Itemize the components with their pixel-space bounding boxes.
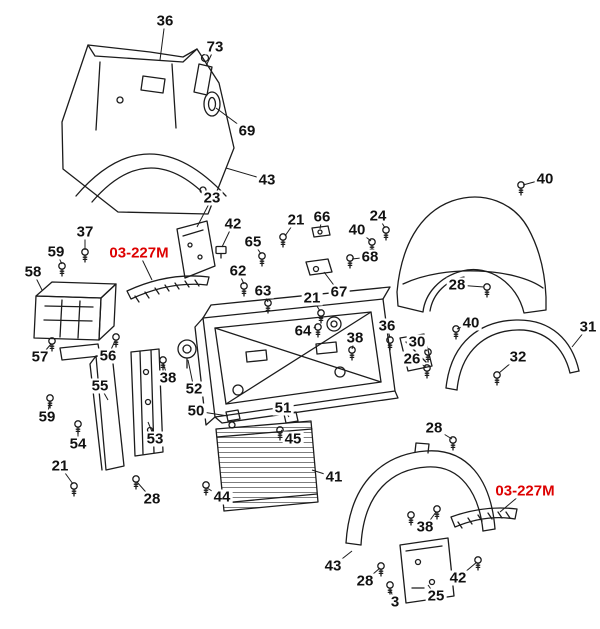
part-number-label: 63 [252, 282, 274, 300]
part-number-label: 65 [242, 233, 264, 251]
grommet-art [203, 91, 221, 117]
part-number-label: 38 [157, 369, 179, 387]
part-number-label: 25 [425, 587, 447, 605]
part-number-label: 67 [328, 283, 350, 301]
part-number-label: 52 [183, 380, 205, 398]
part-number-label: 58 [22, 263, 44, 281]
part-ref-code-label: 03-227M [107, 244, 171, 262]
part-number-label: 42 [447, 569, 469, 587]
part-number-label: 36 [154, 12, 176, 30]
part-number-label: 28 [423, 419, 445, 437]
part-number-label: 26 [401, 350, 423, 368]
splash-shield-upper-art [176, 220, 216, 279]
radiator-support-art [194, 286, 399, 426]
part-number-label: 28 [141, 490, 163, 508]
wheel-opening-molding-art [445, 319, 580, 391]
part-number-label: 40 [460, 314, 482, 332]
part-number-label: 28 [354, 572, 376, 590]
part-number-label: 21 [301, 289, 323, 307]
part-number-label: 30 [406, 333, 428, 351]
part-number-label: 24 [367, 207, 389, 225]
part-number-label: 56 [97, 347, 119, 365]
part-number-label: 44 [211, 488, 233, 506]
part-number-label: 43 [256, 171, 278, 189]
part-number-label: 40 [346, 221, 368, 239]
part-number-label: 59 [36, 408, 58, 426]
part-number-label: 57 [29, 348, 51, 366]
part-number-label: 54 [67, 435, 89, 453]
part-number-label: 69 [236, 122, 258, 140]
battery-tray-art [33, 281, 117, 341]
part-number-label: 36 [376, 317, 398, 335]
part-number-label: 21 [49, 457, 71, 475]
part-number-label: 38 [414, 518, 436, 536]
part-number-label: 73 [204, 38, 226, 56]
part-number-label: 23 [201, 189, 223, 207]
part-number-label: 43 [322, 557, 344, 575]
part-number-label: 37 [74, 223, 96, 241]
part-number-label: 50 [185, 402, 207, 420]
part-ref-code-label: 03-227M [493, 482, 557, 500]
small-brackets-art [215, 225, 333, 276]
part-number-label: 62 [227, 262, 249, 280]
part-number-label: 59 [45, 243, 67, 261]
part-number-label: 31 [577, 318, 599, 336]
sill-strip-left-art [126, 275, 210, 303]
part-number-label: 45 [282, 430, 304, 448]
part-number-label: 3 [388, 593, 402, 611]
part-number-label: 28 [446, 276, 468, 294]
front-wheelhouse-panel-art [61, 44, 235, 215]
splash-shield-lower-art [399, 537, 455, 604]
part-number-label: 38 [344, 329, 366, 347]
part-number-label: 66 [311, 208, 333, 226]
part-number-label: 51 [272, 399, 294, 417]
part-number-label: 40 [534, 170, 556, 188]
part-number-label: 64 [292, 322, 314, 340]
sill-strip-right-art [450, 507, 518, 529]
part-number-label: 41 [323, 468, 345, 486]
rear-wheelhouse-liner-art [345, 442, 496, 546]
part-number-label: 21 [285, 211, 307, 229]
part-number-label: 68 [359, 248, 381, 266]
part-number-label: 53 [144, 430, 166, 448]
part-number-label: 32 [507, 348, 529, 366]
part-number-label: 55 [89, 377, 111, 395]
part-number-label: 42 [222, 215, 244, 233]
body-mount-bushing-art [177, 339, 197, 369]
